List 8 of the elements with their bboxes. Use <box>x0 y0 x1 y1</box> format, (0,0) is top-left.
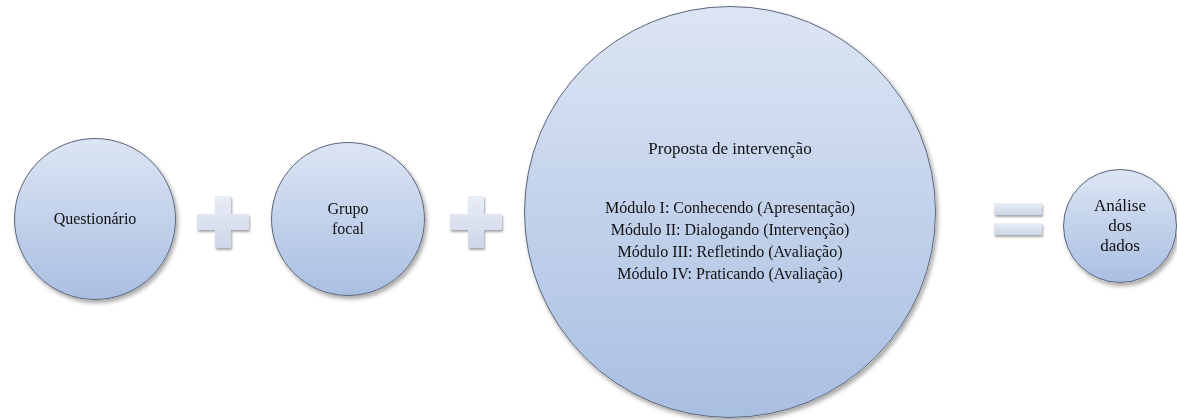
circle-label: Grupo focal <box>326 199 370 239</box>
module-line: Módulo II: Dialogando (Intervenção) <box>610 220 850 241</box>
circle-label: Questionário <box>53 209 137 229</box>
module-line: Módulo III: Refletindo (Avaliação) <box>617 242 843 263</box>
module-line: Módulo I: Conhecendo (Apresentação) <box>604 198 856 219</box>
module-line: Módulo IV: Praticando (Avaliação) <box>617 264 843 285</box>
circle-label: Análise dos dados <box>1093 196 1147 256</box>
circle-heading: Proposta de intervenção <box>648 139 812 159</box>
